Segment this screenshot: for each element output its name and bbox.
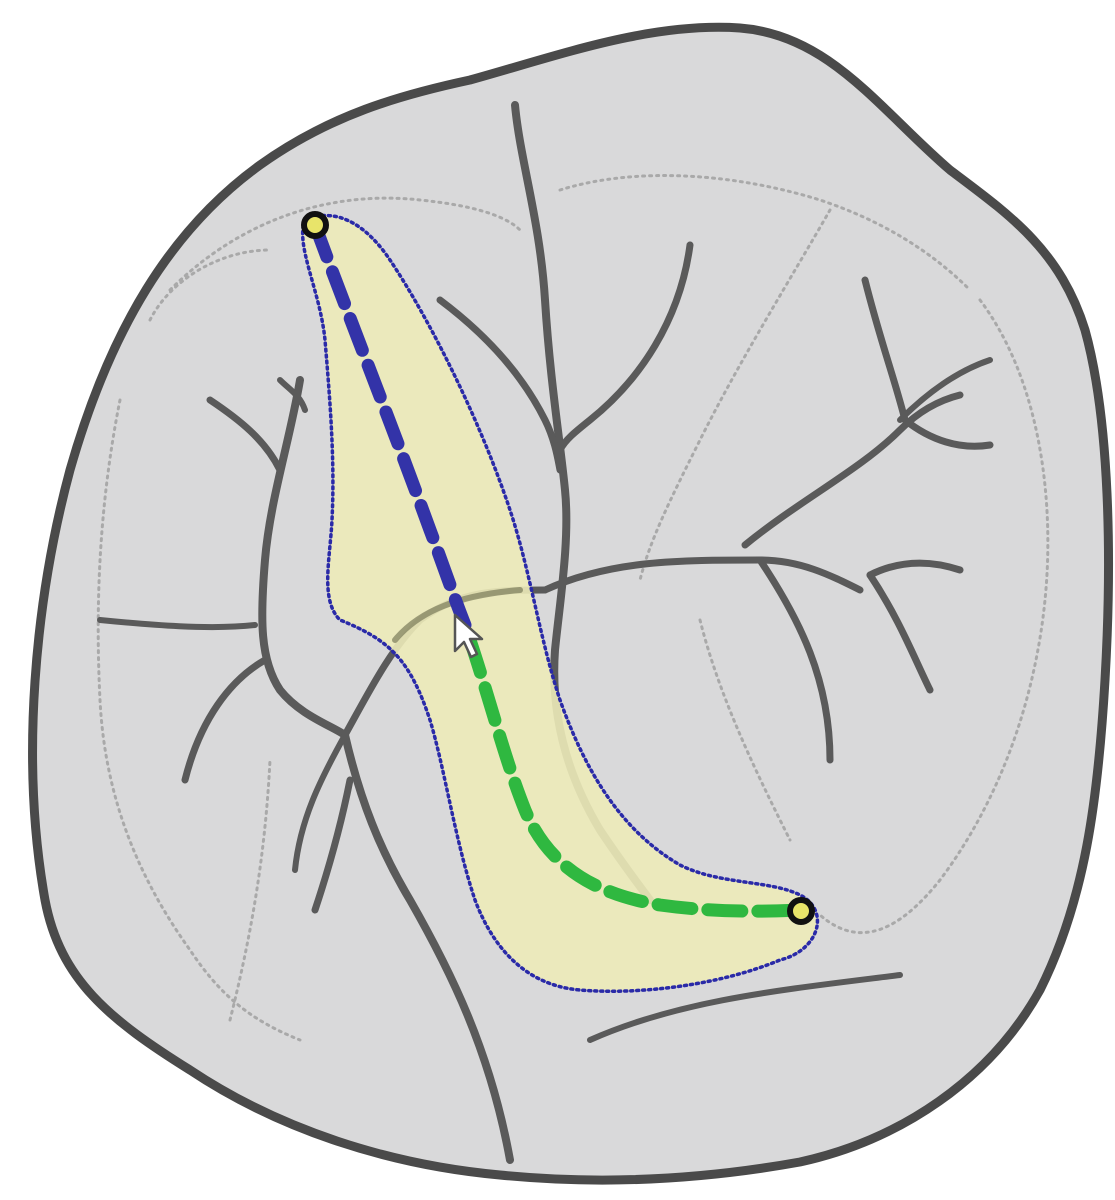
- fissure-lower-right: [587, 972, 903, 1043]
- tooth-crown-outline: [28, 22, 1113, 1185]
- path-segment-blue[interactable]: [308, 218, 472, 632]
- fissure-left-branch-down: [181, 656, 269, 784]
- path-segment-green[interactable]: [463, 633, 807, 918]
- selection-region[interactable]: [300, 213, 820, 993]
- fissure-left-branch: [436, 296, 564, 474]
- fissure-left-top: [206, 396, 284, 474]
- endpoint-handle-end[interactable]: [787, 897, 815, 925]
- fissure-through-selection: [392, 587, 523, 643]
- endpoint-handle-start[interactable]: [301, 211, 329, 239]
- fissure-distal-branch-1: [756, 556, 834, 764]
- fissure-transverse-ridge: [541, 556, 864, 594]
- cusp-outline-inner-center: [638, 208, 832, 582]
- fissure-distal-branch-2: [866, 571, 934, 694]
- mouse-pointer-icon: [453, 613, 484, 659]
- cusp-outline-lower-left: [228, 758, 272, 1022]
- fissure-distal-branch-3: [866, 559, 964, 579]
- fissure-upper-right-2: [897, 357, 993, 423]
- cusp-outline-lower: [698, 618, 792, 842]
- fissure-left-top-2: [277, 377, 308, 413]
- fissure-lower-left: [311, 776, 354, 914]
- cusp-outline-mesiolingual: [96, 398, 302, 1042]
- fissure-left-horizontal: [97, 617, 258, 631]
- cusp-outline-distobuccal: [558, 174, 972, 292]
- fissure-lower-main: [341, 731, 514, 1164]
- cusp-outline-inner-left: [148, 248, 272, 322]
- fissure-distal-branch-4: [741, 391, 964, 549]
- cusp-outline-distal: [818, 298, 1050, 934]
- cusp-outline-mesiobuccal: [168, 196, 522, 292]
- fissure-lines: [97, 101, 994, 1164]
- fissure-mesial-branch: [556, 241, 694, 454]
- cusp-outlines: [96, 174, 1050, 1042]
- fissure-left-vertical: [258, 376, 349, 739]
- fissure-lower-left-2: [292, 732, 348, 873]
